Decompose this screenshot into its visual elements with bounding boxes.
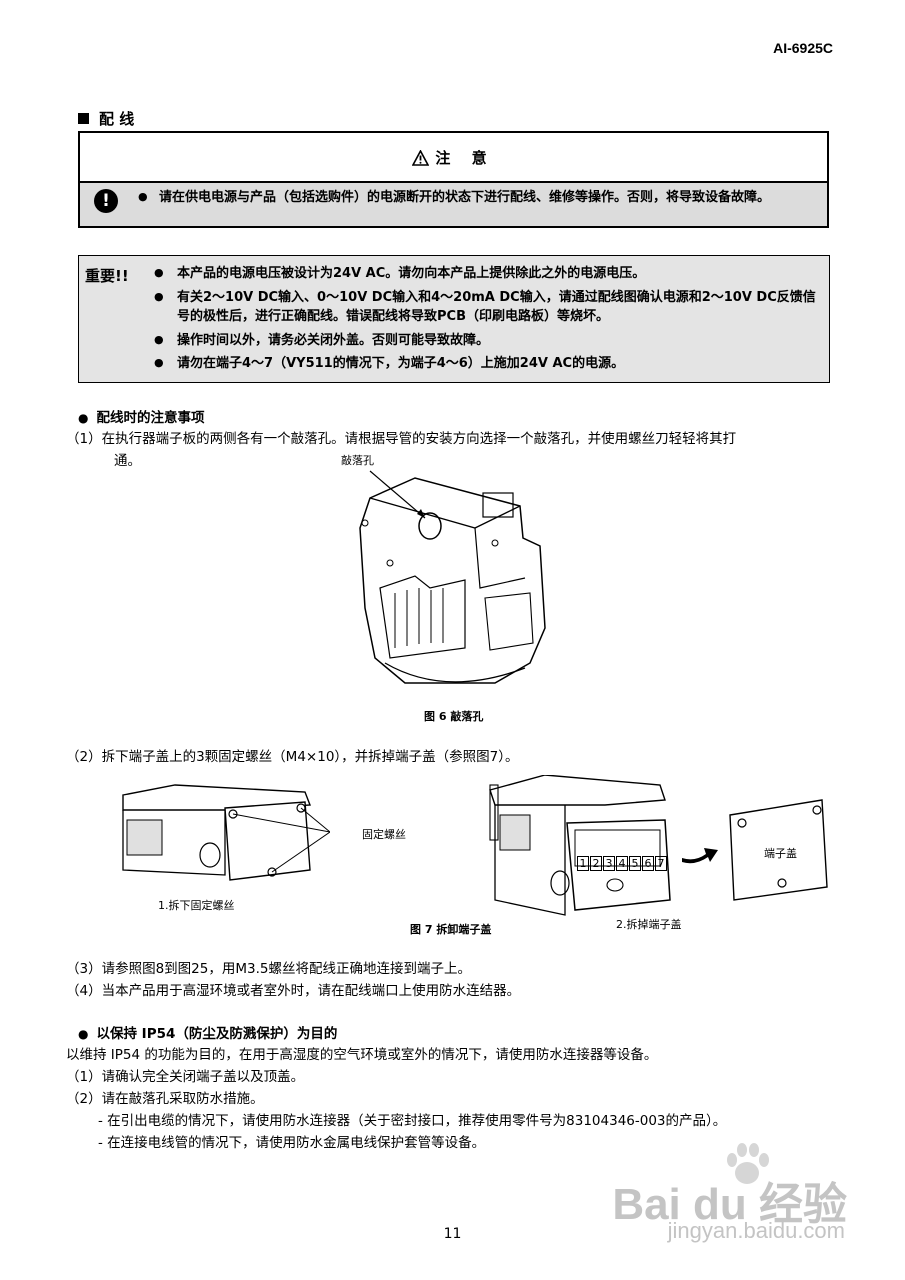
section-title-text: 配 线 bbox=[99, 110, 135, 128]
important-item: 本产品的电源电压被设计为24V AC。请勿向本产品上提供除此之外的电源电压。 bbox=[177, 266, 646, 281]
watermark-url: jingyan.baidu.com bbox=[667, 1218, 845, 1243]
square-bullet-icon bbox=[78, 113, 89, 124]
important-label: 重要!! bbox=[85, 267, 129, 285]
knockout-hole-label: 敲落孔 bbox=[341, 454, 374, 467]
terminal-number: 5 bbox=[629, 856, 641, 871]
right-arrow-icon bbox=[682, 848, 718, 864]
exclamation-icon: ! bbox=[94, 189, 118, 213]
page-number: 11 bbox=[443, 1226, 462, 1242]
caution-box: 注 意 ! ● 请在供电电源与产品（包括选购件）的电源断开的状态下进行配线、维修… bbox=[78, 131, 829, 228]
step-4: （4）当本产品用于高湿环境或者室外时，请在配线端口上使用防水连结器。 bbox=[66, 983, 521, 999]
step-3: （3）请参照图8到图25，用M3.5螺丝将配线正确地连接到端子上。 bbox=[66, 961, 471, 977]
step-remove-screws-label: 1.拆下固定螺丝 bbox=[158, 899, 235, 912]
bullet-icon: ● bbox=[138, 190, 148, 203]
bullet-icon: ● bbox=[154, 290, 164, 303]
terminal-number: 3 bbox=[603, 856, 615, 871]
terminal-cover-figure bbox=[729, 799, 828, 901]
terminal-number: 6 bbox=[642, 856, 654, 871]
actuator-figure bbox=[359, 470, 546, 684]
terminal-block-figure bbox=[489, 775, 671, 916]
ip54-sub-2: - 在连接电线管的情况下，请使用防水金属电线保护套管等设备。 bbox=[98, 1135, 486, 1151]
bullet-icon: ● bbox=[154, 333, 164, 346]
caution-header: 注 意 bbox=[80, 133, 827, 183]
paw-logo-icon bbox=[727, 1143, 769, 1184]
step-2: （2）拆下端子盖上的3颗固定螺丝（M4×10），并拆掉端子盖（参照图7）。 bbox=[66, 749, 519, 765]
ip54-heading: ● 以保持 IP54（防尘及防溅保护）为目的 bbox=[78, 1022, 337, 1042]
figure-7-caption: 图 7 拆卸端子盖 bbox=[410, 923, 492, 936]
section-title-wiring: 配 线 bbox=[78, 108, 134, 129]
ip54-sub-1: - 在引出电缆的情况下，请使用防水连接器（关于密封接口，推荐使用零件号为8310… bbox=[98, 1113, 727, 1129]
bullet-icon: ● bbox=[78, 1027, 89, 1041]
caution-text: 请在供电电源与产品（包括选购件）的电源断开的状态下进行配线、维修等操作。否则，将… bbox=[159, 190, 771, 205]
important-item: 有关2～10V DC输入、0～10V DC输入和4～20mA DC输入，请通过配… bbox=[177, 290, 816, 324]
bullet-icon: ● bbox=[154, 356, 164, 369]
terminal-number: 4 bbox=[616, 856, 628, 871]
step-1-line-2: 通。 bbox=[114, 453, 141, 469]
step-remove-cover-label: 2.拆掉端子盖 bbox=[616, 918, 682, 931]
figure-6-caption: 图 6 敲落孔 bbox=[424, 710, 484, 723]
step-1-line-1: （1）在执行器端子板的两侧各有一个敲落孔。请根据导管的安装方向选择一个敲落孔，并… bbox=[66, 431, 737, 447]
notes-heading: ● 配线时的注意事项 bbox=[78, 406, 204, 426]
terminal-number: 7 bbox=[655, 856, 667, 871]
warning-triangle-icon bbox=[412, 150, 430, 166]
caution-body: ! ● 请在供电电源与产品（包括选购件）的电源断开的状态下进行配线、维修等操作。… bbox=[80, 183, 827, 226]
important-box: 重要!! ● 本产品的电源电压被设计为24V AC。请勿向本产品上提供除此之外的… bbox=[78, 255, 830, 383]
watermark-brand: Bai du 经验 bbox=[612, 1180, 847, 1229]
terminal-cover-label: 端子盖 bbox=[764, 847, 797, 860]
important-item: 请勿在端子4～7（VY511的情况下，为端子4～6）上施加24V AC的电源。 bbox=[177, 356, 625, 371]
ip54-intro: 以维持 IP54 的功能为目的，在用于高湿度的空气环境或室外的情况下，请使用防水… bbox=[66, 1047, 658, 1063]
important-item: 操作时间以外，请务必关闭外盖。否则可能导致故障。 bbox=[177, 333, 490, 348]
ip54-heading-text: 以保持 IP54（防尘及防溅保护）为目的 bbox=[96, 1026, 338, 1042]
actuator-screws-figure bbox=[122, 784, 330, 881]
caution-title: 注 意 bbox=[435, 149, 495, 167]
bullet-icon: ● bbox=[154, 266, 164, 279]
ip54-step-1: （1）请确认完全关闭端子盖以及顶盖。 bbox=[66, 1069, 305, 1085]
ip54-step-2: （2）请在敲落孔采取防水措施。 bbox=[66, 1091, 264, 1107]
bullet-icon: ● bbox=[78, 411, 89, 425]
document-id: AI-6925C bbox=[773, 40, 833, 56]
fixing-screws-label: 固定螺丝 bbox=[362, 828, 406, 841]
notes-heading-text: 配线时的注意事项 bbox=[96, 410, 205, 426]
terminal-number: 1 bbox=[577, 856, 589, 871]
terminal-number: 2 bbox=[590, 856, 602, 871]
